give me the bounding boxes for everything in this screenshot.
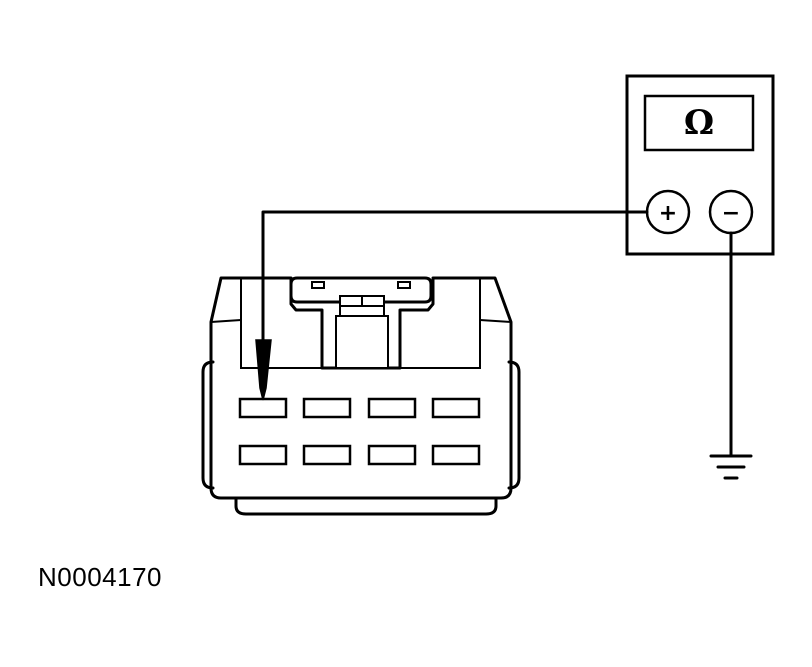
positive-terminal-label: +	[659, 201, 677, 226]
pin-cavity	[431, 444, 481, 466]
figure-id: N0004170	[38, 562, 162, 592]
pin-cavity	[302, 397, 352, 419]
connector	[201, 276, 521, 516]
negative-terminal-label: −	[722, 201, 740, 226]
connector-top-left-edge	[210, 319, 242, 323]
pin-cavity	[238, 397, 288, 419]
ohmmeter-display	[643, 94, 755, 152]
latch-body	[335, 315, 389, 369]
ground-icon	[709, 454, 753, 480]
pin-cavity	[238, 444, 288, 466]
connector-left-window	[240, 320, 322, 369]
positive-test-lead	[261, 210, 649, 342]
pin-cavity	[367, 397, 417, 419]
pin-cavity	[431, 397, 481, 419]
pin-cavity	[367, 444, 417, 466]
ohm-symbol: Ω	[684, 103, 714, 143]
connector-left-ridge	[201, 360, 215, 490]
locking-tab-slot-right	[397, 281, 411, 289]
connector-bottom-lip	[234, 496, 498, 516]
pin-cavity	[302, 444, 352, 466]
connector-right-ridge	[507, 360, 521, 490]
locking-tab	[289, 276, 433, 304]
ohmmeter: Ω + −	[625, 74, 775, 256]
latch-stem	[339, 305, 385, 317]
connector-right-window	[400, 320, 481, 369]
locking-tab-slot-left	[311, 281, 325, 289]
connector-top-right-edge	[479, 319, 512, 323]
